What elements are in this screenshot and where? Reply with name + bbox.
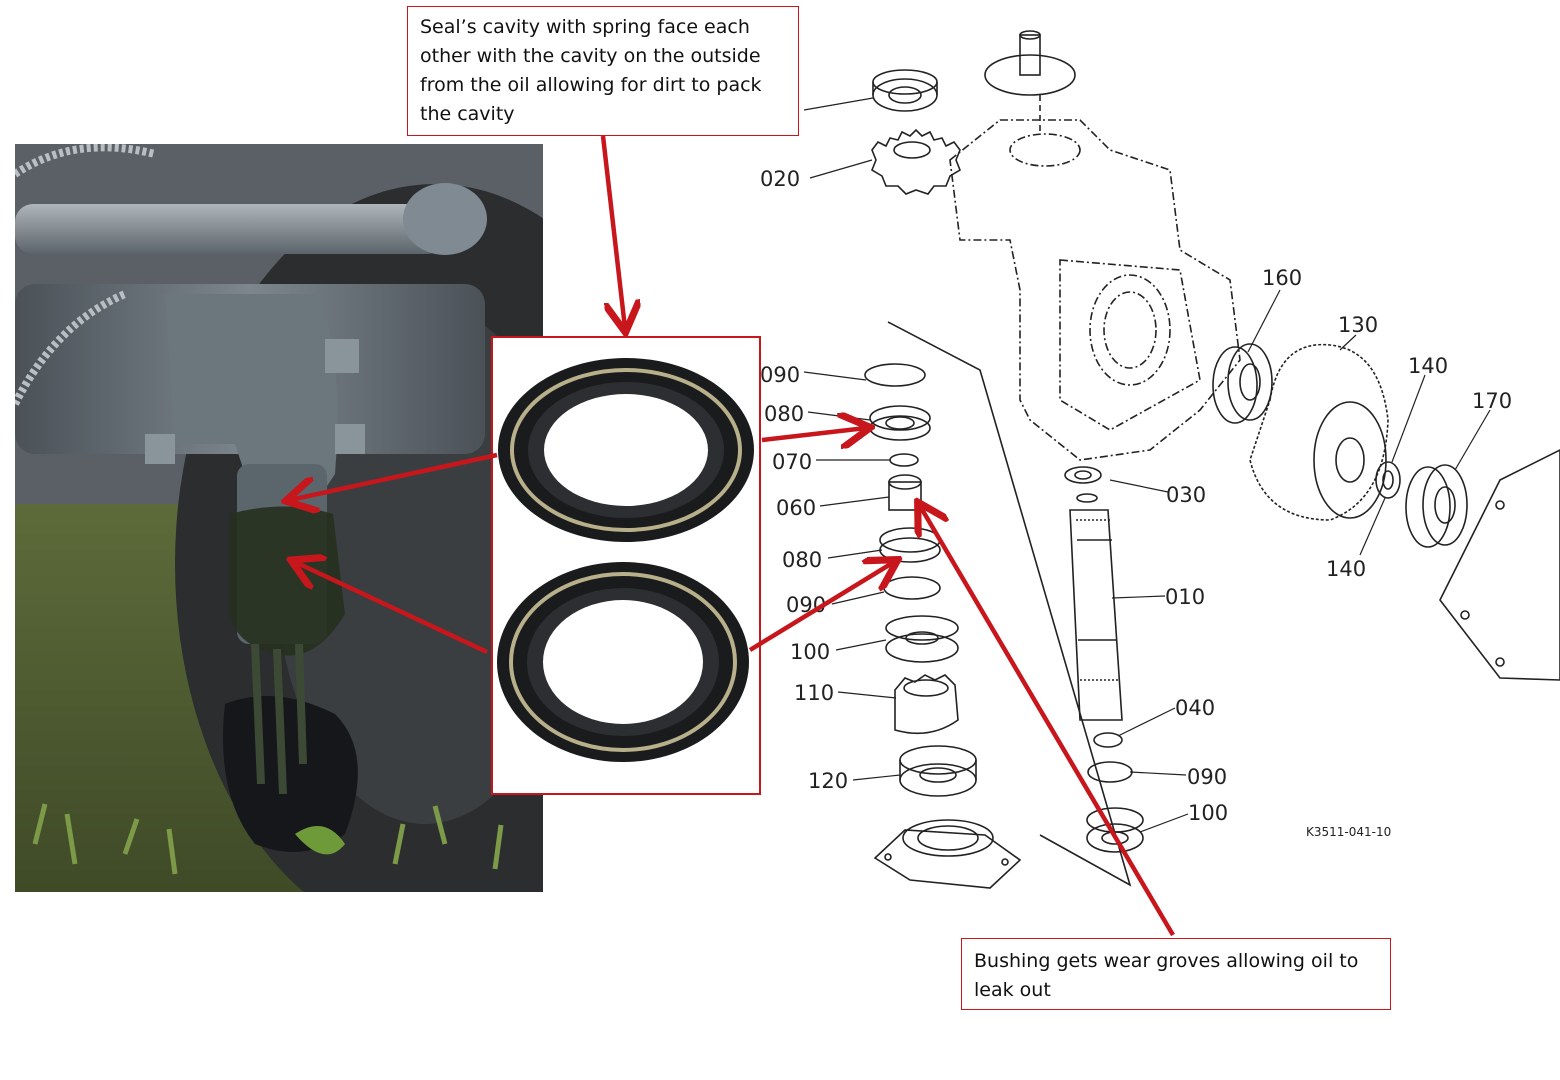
bearing-120 (899, 745, 977, 797)
tie-rod-end (403, 183, 487, 255)
bearing-050 (872, 69, 938, 112)
part-label-090-top: 090 (760, 363, 800, 387)
seal-pair (497, 358, 754, 762)
part-label-020: 020 (760, 167, 800, 191)
part-label-140-upper: 140 (1408, 354, 1448, 378)
part-label-100-left: 100 (790, 640, 830, 664)
oil-drip (251, 643, 307, 795)
seal-cavity-callout: Seal’s cavity with spring face each othe… (407, 6, 799, 136)
brake-cable (15, 144, 156, 406)
leader-lines (803, 97, 1491, 833)
part-label-090-right: 090 (1187, 765, 1227, 789)
oil-seal-upper (498, 358, 754, 542)
right-cover (1439, 449, 1560, 681)
gear-housing (949, 119, 1241, 461)
part-label-120: 120 (808, 769, 848, 793)
part-label-080-bottom: 080 (782, 548, 822, 572)
bottom-flange (873, 819, 1022, 889)
bevel-gear-110 (894, 674, 959, 735)
part-label-110: 110 (794, 681, 834, 705)
part-label-130: 130 (1338, 313, 1378, 337)
part-label-080-top: 080 (764, 402, 804, 426)
part-label-160: 160 (1262, 266, 1302, 290)
bearing-170 (1405, 464, 1468, 548)
part-label-170: 170 (1472, 389, 1512, 413)
part-label-070: 070 (772, 450, 812, 474)
bolt (325, 339, 359, 373)
part-label-090-middle: 090 (786, 593, 826, 617)
part-label-100-right: 100 (1188, 801, 1228, 825)
seal-images-box (491, 336, 761, 795)
tie-rod (15, 204, 445, 254)
part-label-040: 040 (1175, 696, 1215, 720)
bevel-gear-130 (1249, 343, 1389, 521)
oil-seal-lower (497, 562, 749, 762)
parts-stack (864, 363, 959, 663)
bearing-160 (1212, 343, 1273, 424)
housing-plane (887, 321, 1132, 887)
gear-020 (871, 128, 961, 195)
oil-leak (230, 506, 345, 656)
drawing-code: K3511-041-10 (1306, 825, 1391, 839)
knuckle-casting (165, 294, 338, 504)
collar-140 (1375, 461, 1401, 499)
part-label-010: 010 (1165, 585, 1205, 609)
leaf (295, 826, 345, 855)
bolt (145, 434, 175, 464)
top-flange-shaft (984, 30, 1076, 135)
shaft-010 (1064, 466, 1123, 721)
grass-blades (32, 803, 504, 875)
part-label-030: 030 (1166, 483, 1206, 507)
bushing-wear-callout: Bushing gets wear groves allowing oil to… (961, 938, 1391, 1010)
bolt (335, 424, 365, 454)
part-label-140-lower: 140 (1326, 557, 1366, 581)
part-label-060: 060 (776, 496, 816, 520)
leak-photo (15, 144, 543, 892)
